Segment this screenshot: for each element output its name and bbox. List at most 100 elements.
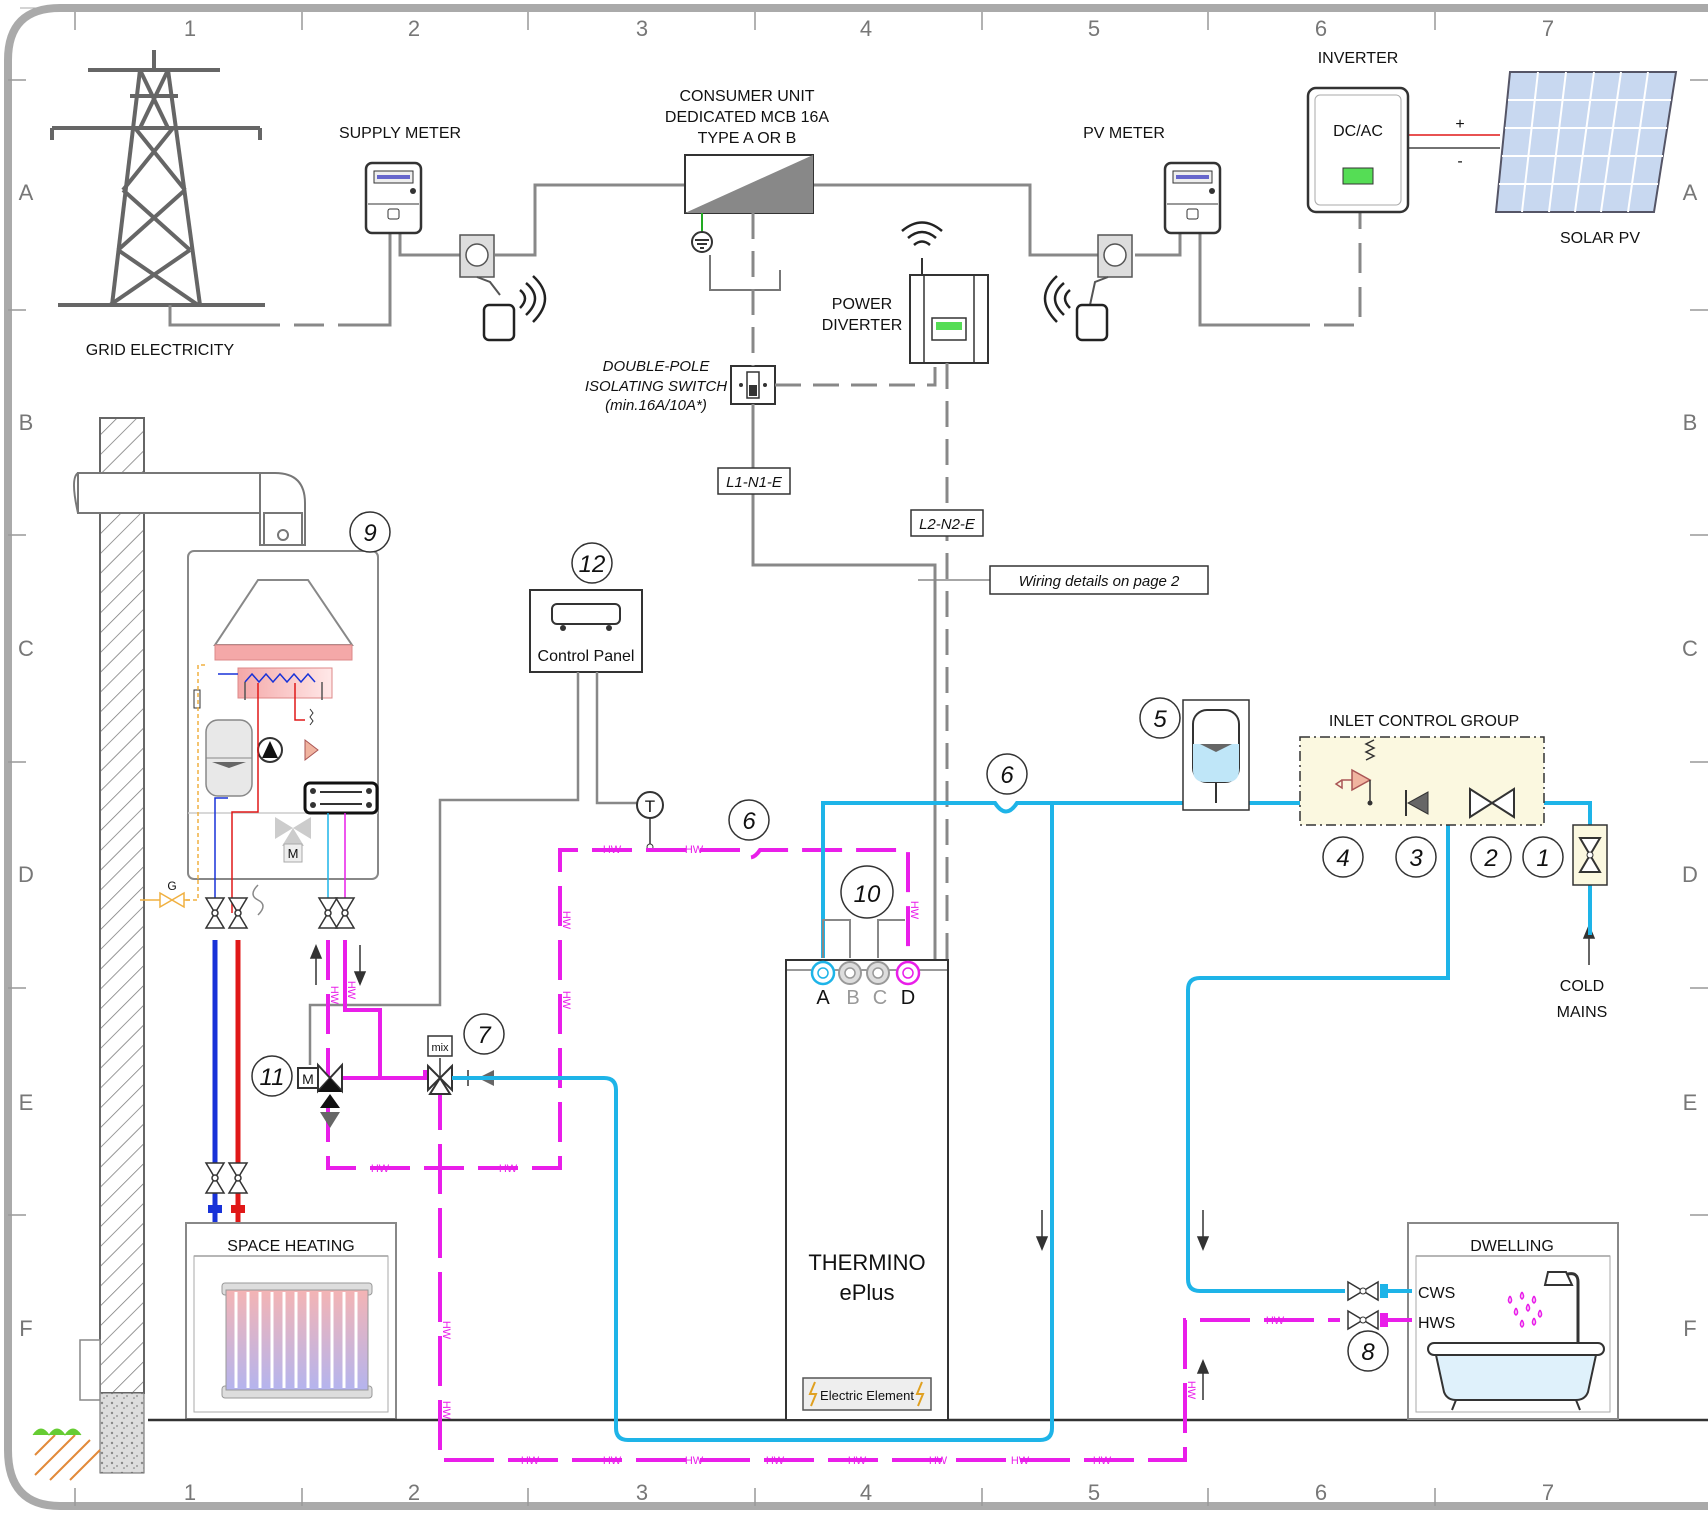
callout-2: 2 xyxy=(1470,836,1512,878)
heating-pipe-stubs xyxy=(208,1205,245,1213)
consumer-unit-label-line3: TYPE A OR B xyxy=(698,130,797,147)
port-b-label: B xyxy=(846,987,859,1009)
callout-3: 3 xyxy=(1395,836,1437,878)
callout-12-number: 12 xyxy=(579,551,606,578)
callout-12: 12 xyxy=(571,542,613,584)
inlet-control-group-label: INLET CONTROL GROUP xyxy=(1329,713,1519,730)
col-label-bottom: 4 xyxy=(860,1480,872,1505)
power-diverter-label-line2: DIVERTER xyxy=(822,317,903,334)
consumer-unit-label-line1: CONSUMER UNIT xyxy=(679,88,814,105)
col-label-top: 5 xyxy=(1088,16,1100,41)
callout-5: 5 xyxy=(1139,697,1181,739)
power-diverter-label-line1: POWER xyxy=(832,296,892,313)
gas-label: G xyxy=(167,879,176,893)
hw-label: HW xyxy=(603,1455,622,1467)
callout-9: 9 xyxy=(349,511,391,553)
ground-line xyxy=(32,1418,1708,1481)
callout-6-cw: 6 xyxy=(986,753,1028,795)
wiring-row-a xyxy=(168,134,1500,327)
solar-panel-icon xyxy=(1494,71,1678,213)
port-a-label: A xyxy=(816,987,830,1009)
motor-m-label: M xyxy=(302,1071,314,1087)
cold-mains-label-line1: COLD xyxy=(1560,978,1604,995)
col-label-bottom: 3 xyxy=(636,1480,648,1505)
inverter-label: INVERTER xyxy=(1318,50,1399,67)
mix-label: mix xyxy=(431,1042,449,1054)
col-label-bottom: 1 xyxy=(184,1480,196,1505)
wireless-sender-pv-icon xyxy=(1043,275,1109,342)
ct-clamp-icon xyxy=(459,234,495,278)
cable-l2n2e-tag: L2-N2-E xyxy=(910,509,984,537)
callout-7: 7 xyxy=(463,1013,505,1055)
hw-label: HW xyxy=(499,1163,518,1175)
heating-pipes xyxy=(212,940,241,1225)
cable-l2n2e-label: L2-N2-E xyxy=(919,516,976,533)
hw-label: HW xyxy=(328,986,340,1005)
condensate-icon xyxy=(252,884,264,916)
callout-11-number: 11 xyxy=(260,1064,285,1091)
inverter-dc-ac-label: DC/AC xyxy=(1333,123,1383,140)
col-label-top: 4 xyxy=(860,16,872,41)
hw-label: HW xyxy=(440,1321,452,1340)
temperature-sensor-label: T xyxy=(645,797,655,816)
cws-label: CWS xyxy=(1418,1285,1455,1302)
hw-label: HW xyxy=(560,911,572,930)
isolating-switch-label-line3: (min.16A/10A*) xyxy=(605,397,707,414)
electricity-pylon-icon xyxy=(50,50,265,307)
callout-1: 1 xyxy=(1522,836,1564,878)
thermostatic-mixing-valve-icon: mix xyxy=(427,1035,494,1095)
hw-pipe-labels: HW HW HW HW HW HW HW HW HW HW HW HW HW H… xyxy=(328,844,1285,1467)
callout-10-number: 10 xyxy=(854,881,881,908)
solar-pv-label: SOLAR PV xyxy=(1560,230,1640,247)
col-label-top: 2 xyxy=(408,16,420,41)
ct-clamp-pv-icon xyxy=(1097,234,1133,278)
check-valve-icon xyxy=(1405,790,1429,816)
hw-label: HW xyxy=(1266,1315,1285,1327)
col-label-top: 7 xyxy=(1542,16,1554,41)
callout-10: 10 xyxy=(840,865,894,919)
callout-7-number: 7 xyxy=(477,1022,492,1049)
row-label-left: D xyxy=(18,862,34,887)
hw-label: HW xyxy=(766,1455,785,1467)
callout-5-number: 5 xyxy=(1153,706,1167,733)
boiler: M xyxy=(187,550,379,880)
inverter-minus-label: - xyxy=(1457,153,1462,170)
grid-ticks xyxy=(8,12,1708,1506)
pv-meter-label: PV METER xyxy=(1083,125,1165,142)
cold-water-pipes xyxy=(452,801,1592,1442)
consumer-unit-label-line2: DEDICATED MCB 16A xyxy=(665,109,830,126)
earth-icon xyxy=(691,213,713,253)
row-label-right: D xyxy=(1682,862,1698,887)
consumer-unit-icon xyxy=(684,154,814,214)
expansion-vessel-icon xyxy=(1182,699,1250,811)
pv-meter-icon xyxy=(1163,161,1222,235)
callout-4-number: 4 xyxy=(1336,845,1349,872)
isolating-switch-label-line1: DOUBLE-POLE xyxy=(603,358,711,375)
supply-meter-icon xyxy=(364,161,423,235)
temperature-sensor-icon: T xyxy=(636,791,664,851)
col-label-bottom: 5 xyxy=(1088,1480,1100,1505)
flue-pipe xyxy=(73,472,306,546)
motorised-diverter-valve-icon: M xyxy=(297,1062,343,1128)
row-label-right: B xyxy=(1683,410,1698,435)
control-panel: Control Panel xyxy=(529,589,643,673)
heating-valves xyxy=(204,897,356,1194)
col-label-top: 6 xyxy=(1315,16,1327,41)
pressure-reducing-valve-icon xyxy=(1469,787,1515,819)
callout-1-number: 1 xyxy=(1536,845,1549,872)
row-label-right: C xyxy=(1682,636,1698,661)
port-c-label: C xyxy=(873,987,887,1009)
hw-label: HW xyxy=(1093,1455,1112,1467)
ct-clamp-pv-wire xyxy=(1089,276,1109,306)
cold-mains-label-line2: MAINS xyxy=(1557,1004,1608,1021)
col-label-top: 1 xyxy=(184,16,196,41)
hw-label: HW xyxy=(371,1163,390,1175)
hw-label: HW xyxy=(345,981,357,1000)
row-label-right: A xyxy=(1683,180,1698,205)
cable-l1n1e-tag: L1-N1-E xyxy=(717,467,791,495)
isolating-switch-icon xyxy=(730,365,776,405)
hws-label: HWS xyxy=(1418,1315,1455,1332)
shower-icon xyxy=(1507,1271,1580,1365)
callout-6-hw: 6 xyxy=(728,799,770,841)
